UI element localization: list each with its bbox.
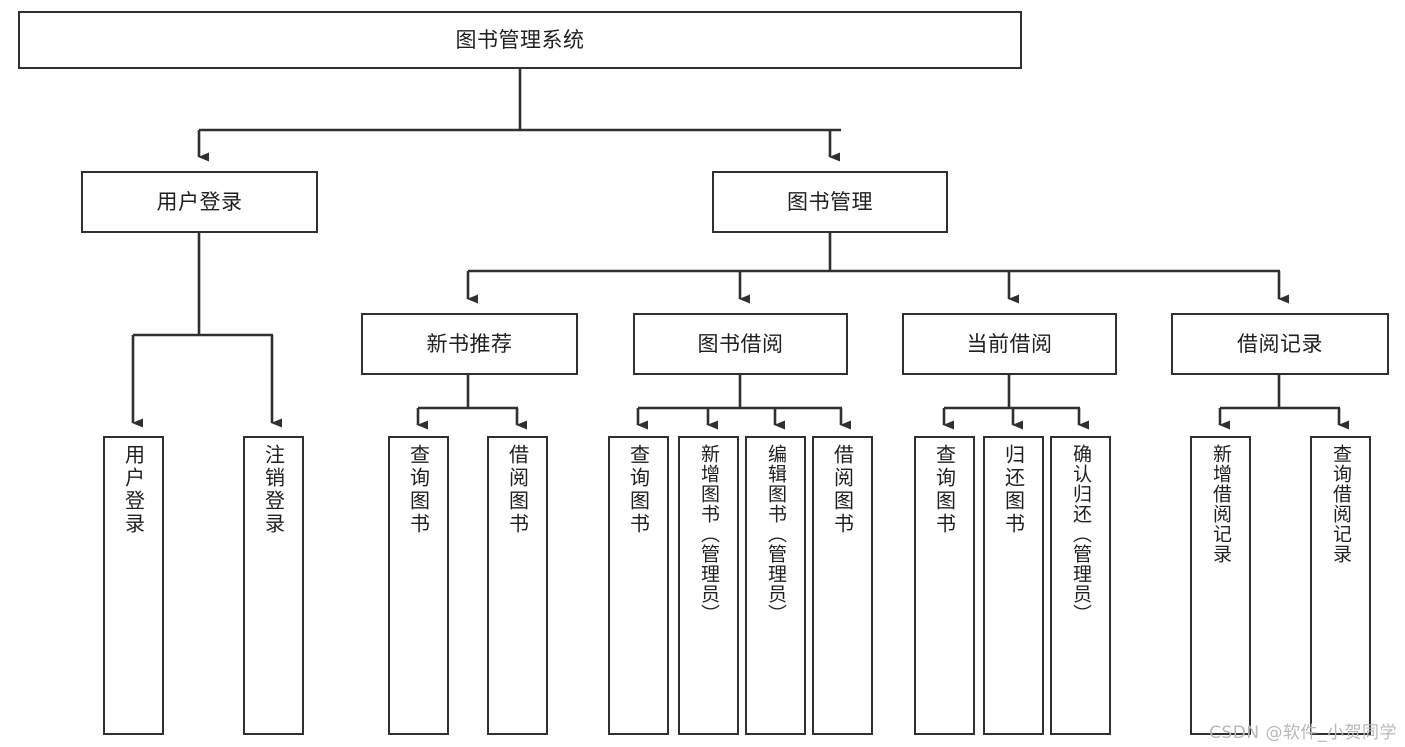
leaf-user-login-login[interactable]: 用户登录 bbox=[103, 436, 164, 735]
leaf-new-book-borrow-label: 借阅图书 bbox=[505, 444, 530, 536]
leaf-new-book-borrow[interactable]: 借阅图书 bbox=[487, 436, 548, 735]
leaf-book-borrow-edit[interactable]: 编辑图书（管理员） bbox=[745, 436, 806, 735]
node-book-borrow[interactable]: 图书借阅 bbox=[633, 313, 848, 375]
node-current-borrow-label: 当前借阅 bbox=[966, 331, 1053, 356]
leaf-book-borrow-add[interactable]: 新增图书（管理员） bbox=[678, 436, 739, 735]
leaf-book-borrow-query[interactable]: 查询图书 bbox=[608, 436, 669, 735]
node-current-borrow[interactable]: 当前借阅 bbox=[902, 313, 1117, 375]
leaf-user-login-login-label: 用户登录 bbox=[121, 444, 146, 536]
node-root-label: 图书管理系统 bbox=[455, 27, 585, 52]
leaf-borrow-record-add[interactable]: 新增借阅记录 bbox=[1190, 436, 1251, 735]
leaf-current-borrow-query-label: 查询图书 bbox=[932, 444, 957, 536]
leaf-book-borrow-add-label: 新增图书（管理员） bbox=[698, 444, 720, 624]
leaf-current-borrow-return-label: 归还图书 bbox=[1001, 444, 1026, 536]
leaf-book-borrow-query-label: 查询图书 bbox=[626, 444, 651, 536]
leaf-borrow-record-query[interactable]: 查询借阅记录 bbox=[1310, 436, 1371, 735]
leaf-book-borrow-edit-label: 编辑图书（管理员） bbox=[765, 444, 787, 624]
leaf-new-book-query-label: 查询图书 bbox=[406, 444, 431, 536]
leaf-current-borrow-confirm[interactable]: 确认归还（管理员） bbox=[1050, 436, 1111, 735]
leaf-current-borrow-confirm-label: 确认归还（管理员） bbox=[1070, 444, 1092, 624]
leaf-borrow-record-add-label: 新增借阅记录 bbox=[1210, 444, 1232, 564]
node-new-book-recommend[interactable]: 新书推荐 bbox=[361, 313, 578, 375]
leaf-user-login-logout-label: 注销登录 bbox=[261, 444, 286, 536]
leaf-user-login-logout[interactable]: 注销登录 bbox=[243, 436, 304, 735]
node-user-login[interactable]: 用户登录 bbox=[81, 171, 318, 233]
node-book-borrow-label: 图书借阅 bbox=[697, 331, 784, 356]
leaf-book-borrow-borrow[interactable]: 借阅图书 bbox=[812, 436, 873, 735]
node-new-book-recommend-label: 新书推荐 bbox=[426, 331, 513, 356]
csdn-watermark: CSDN @软件_小贺同学 bbox=[1209, 723, 1397, 743]
leaf-book-borrow-borrow-label: 借阅图书 bbox=[830, 444, 855, 536]
node-borrow-record-label: 借阅记录 bbox=[1237, 331, 1323, 356]
node-book-management-label: 图书管理 bbox=[787, 189, 873, 214]
node-book-management[interactable]: 图书管理 bbox=[712, 171, 948, 233]
leaf-current-borrow-return[interactable]: 归还图书 bbox=[983, 436, 1044, 735]
node-root-book-management-system[interactable]: 图书管理系统 bbox=[18, 11, 1022, 69]
node-borrow-record[interactable]: 借阅记录 bbox=[1171, 313, 1389, 375]
leaf-borrow-record-query-label: 查询借阅记录 bbox=[1330, 444, 1352, 564]
leaf-current-borrow-query[interactable]: 查询图书 bbox=[914, 436, 975, 735]
node-user-login-label: 用户登录 bbox=[156, 189, 243, 214]
leaf-new-book-query[interactable]: 查询图书 bbox=[388, 436, 449, 735]
